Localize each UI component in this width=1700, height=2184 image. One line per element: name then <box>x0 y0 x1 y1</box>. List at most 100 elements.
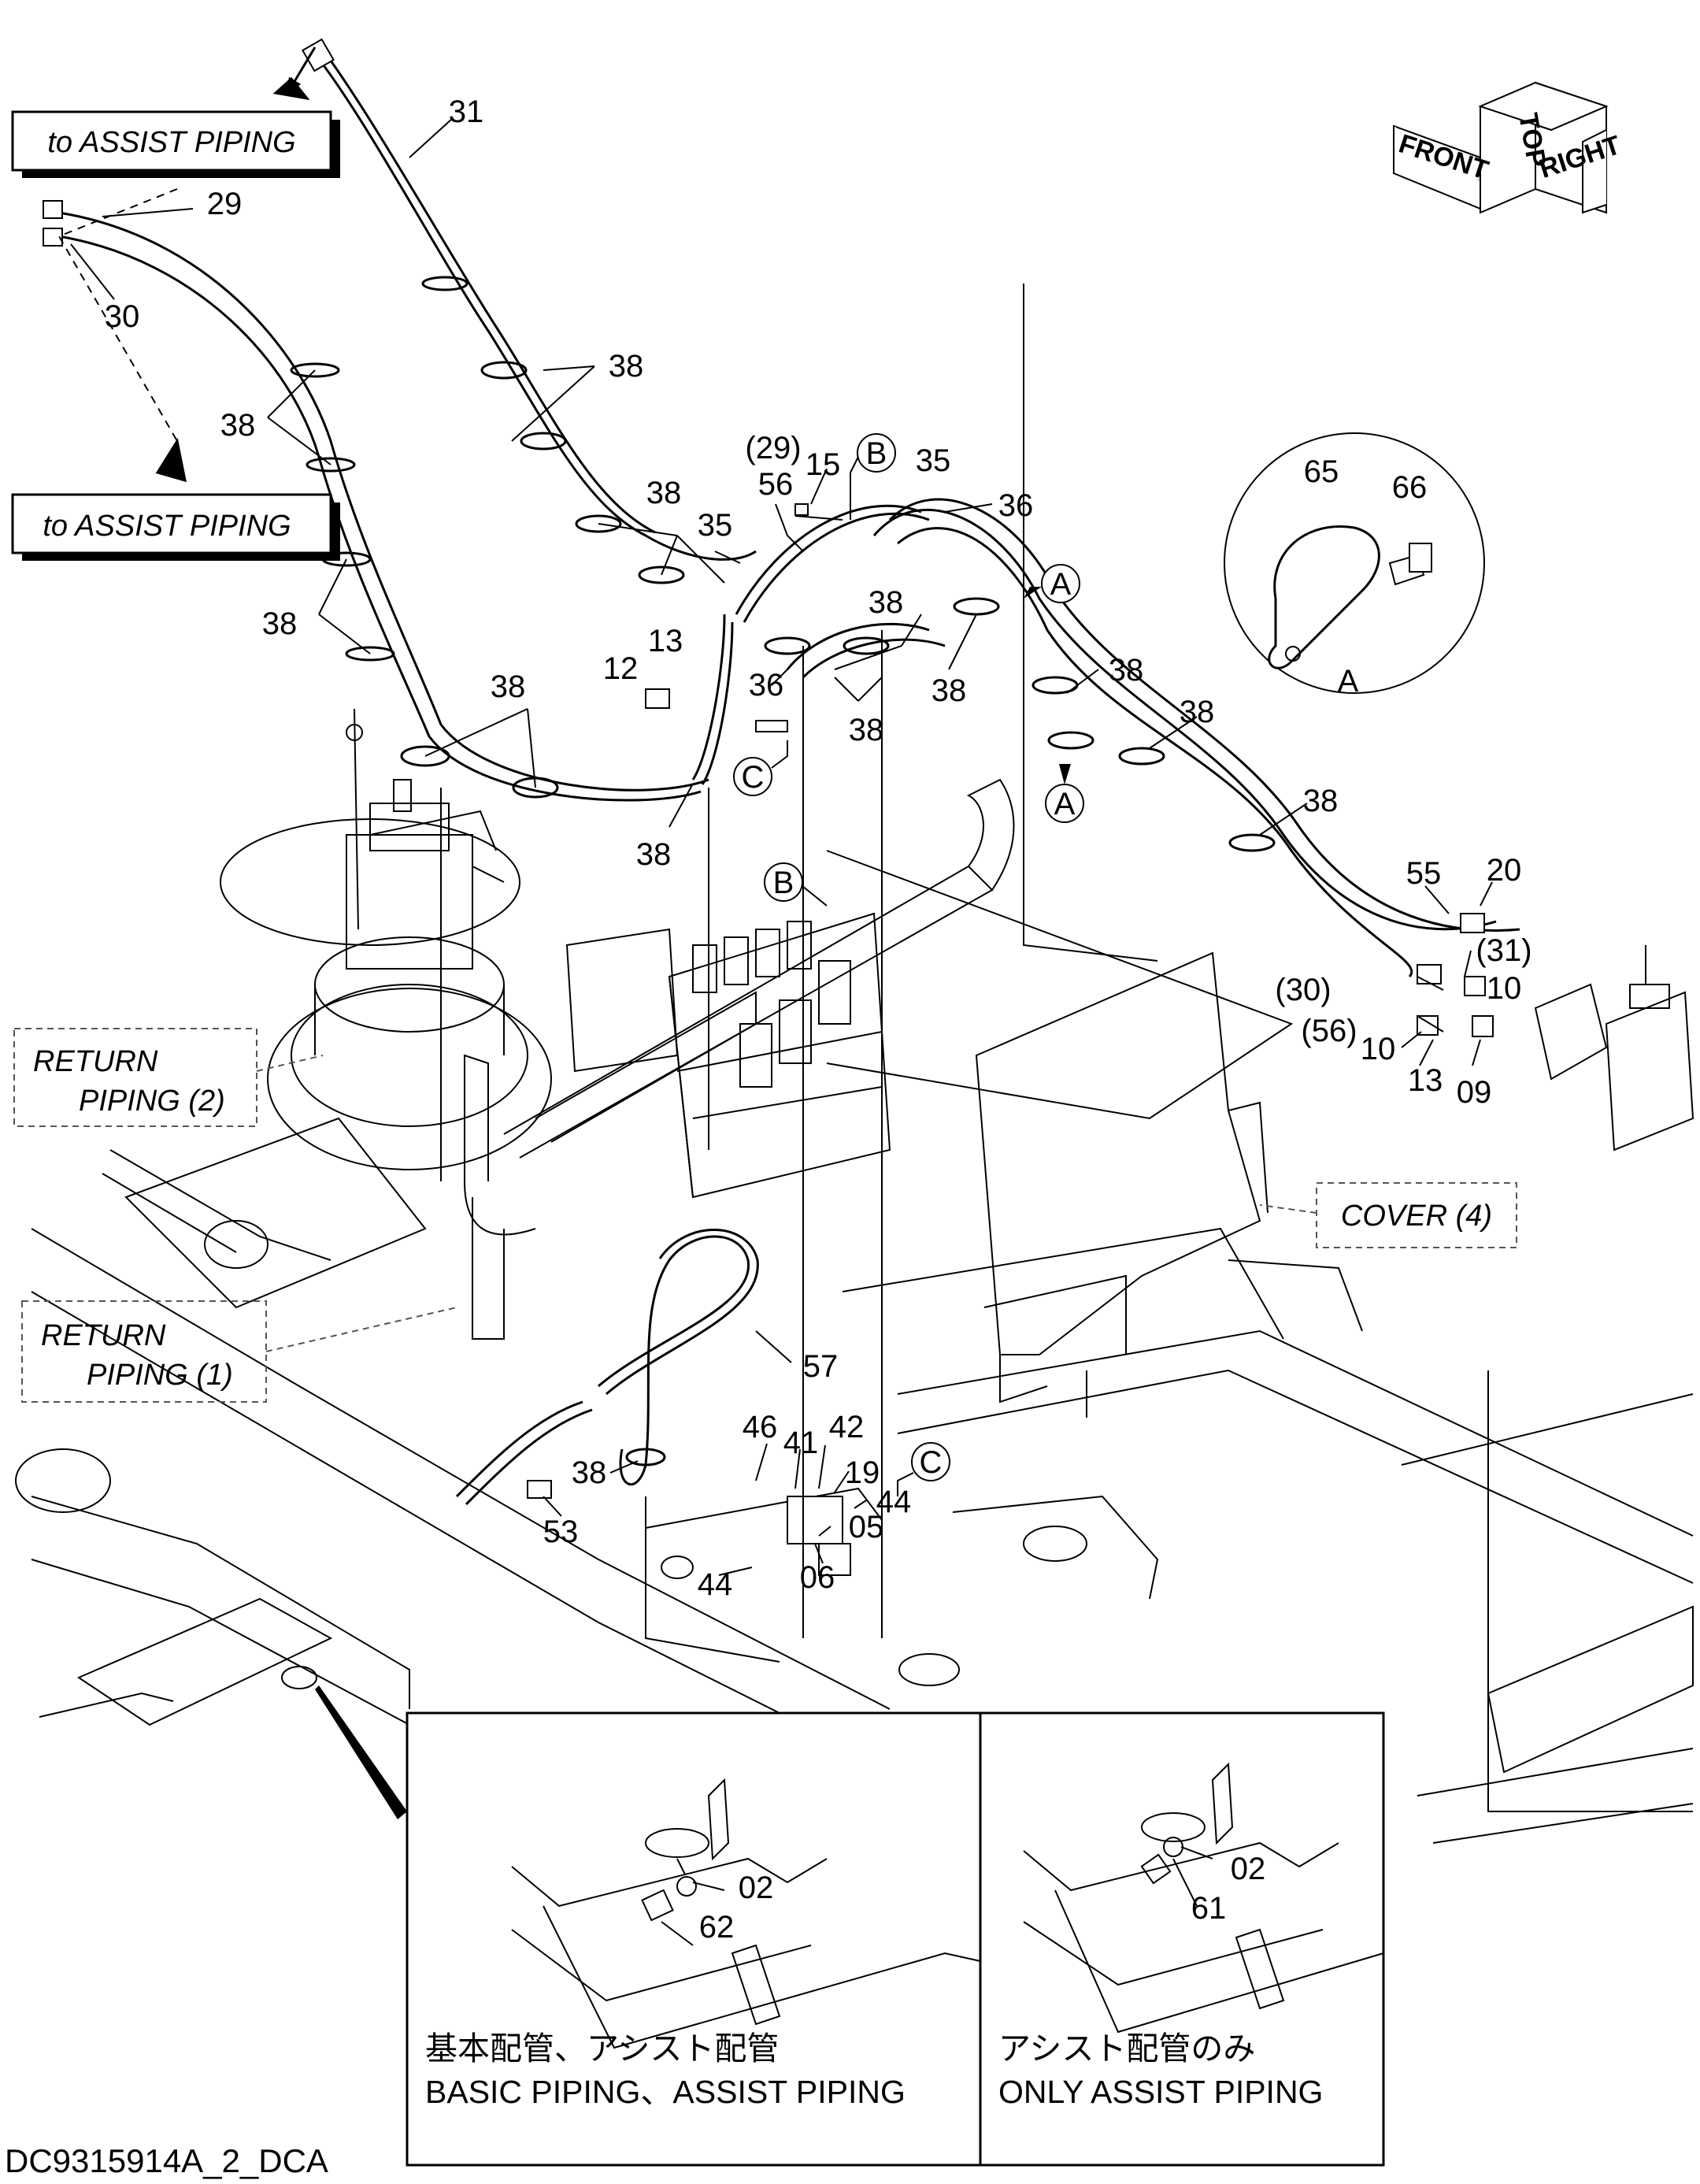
callout-05: 05 <box>849 1510 884 1544</box>
inset-left-callout-62: 62 <box>699 1910 735 1945</box>
label-return-1: RETURN PIPING (1) <box>21 1300 267 1403</box>
callout-20: 20 <box>1487 853 1522 888</box>
callout-38-f: 38 <box>636 837 672 872</box>
callout-19: 19 <box>845 1455 880 1490</box>
detail-a-label: A <box>1338 664 1359 699</box>
inset-right-caption-en: ONLY ASSIST PIPING <box>998 2074 1323 2110</box>
marker-a-upper: A <box>1024 564 1080 603</box>
return-piping <box>464 778 1015 1340</box>
callout-41: 41 <box>783 1426 819 1460</box>
callout-53: 53 <box>543 1515 579 1549</box>
inset-left-caption-en: BASIC PIPING、ASSIST PIPING <box>425 2074 906 2110</box>
return-2-line2: PIPING (2) <box>79 1085 225 1118</box>
callout-13-b: 13 <box>1408 1063 1443 1098</box>
callout-38-g: 38 <box>869 585 904 620</box>
label-cover-4: COVER (4) <box>1316 1182 1517 1248</box>
callout-numbers: 31 29 30 38 38 38 38 38 38 38 38 38 38 3… <box>105 95 1532 1602</box>
clamps-38 <box>290 276 1276 1467</box>
callout-38-l: 38 <box>1303 784 1339 818</box>
callout-38-i: 38 <box>931 673 967 708</box>
callout-42: 42 <box>829 1410 865 1444</box>
callout-10-b: 10 <box>1361 1032 1396 1066</box>
marker-b-lower-text: B <box>773 866 794 900</box>
label-assist-top: to ASSIST PIPING <box>11 110 340 178</box>
return-1-line1: RETURN <box>41 1319 166 1352</box>
callout-30: 30 <box>105 299 140 334</box>
callout-56: 56 <box>758 467 794 502</box>
drawing-id: DC9315914A_2_DCA <box>5 2142 328 2179</box>
callout-leaders <box>70 117 1493 1576</box>
callout-09: 09 <box>1457 1075 1492 1110</box>
label-leaders <box>57 188 1317 1352</box>
callout-31p: (31) <box>1476 933 1531 968</box>
callout-38-a: 38 <box>609 349 644 384</box>
callout-38-h: 38 <box>849 713 884 747</box>
callout-38-b: 38 <box>220 408 256 443</box>
cover-4-text: COVER (4) <box>1341 1200 1492 1233</box>
callout-13-a: 13 <box>648 624 683 658</box>
inset-callouts: 02 62 02 61 基本配管、アシスト配管 BASIC PIPING、ASS… <box>425 1852 1323 2110</box>
callout-36-b: 36 <box>749 668 784 703</box>
inset-right-caption-jp: アシスト配管のみ <box>998 2030 1255 2067</box>
marker-c-upper-text: C <box>742 760 765 795</box>
callout-38-e: 38 <box>646 476 682 510</box>
callout-55: 55 <box>1406 856 1442 891</box>
callout-15: 15 <box>806 447 841 482</box>
marker-a-lower-text: A <box>1054 787 1076 821</box>
marker-c-lower: C <box>897 1442 950 1496</box>
inset-right-callout-02: 02 <box>1231 1852 1266 1886</box>
inset-right-callout-61: 61 <box>1191 1891 1227 1926</box>
callout-10-a: 10 <box>1487 971 1522 1006</box>
callout-35-b: 35 <box>698 508 733 543</box>
label-assist-mid: to ASSIST PIPING <box>11 493 340 561</box>
callout-46: 46 <box>743 1410 778 1444</box>
callout-38-m: 38 <box>572 1455 607 1490</box>
relief-valve-block <box>1534 945 1694 1151</box>
callout-06: 06 <box>800 1560 835 1595</box>
callout-31: 31 <box>449 95 484 129</box>
cover-4 <box>975 951 1269 1403</box>
callout-66: 66 <box>1392 470 1428 505</box>
hose-57 <box>455 1229 759 1506</box>
marker-a-lower: A <box>1045 764 1084 823</box>
marker-c-lower-text: C <box>920 1445 943 1480</box>
leader-lines <box>440 284 1693 1812</box>
marker-a-upper-text: A <box>1050 567 1072 602</box>
callout-12: 12 <box>603 651 639 686</box>
return-2-line1: RETURN <box>33 1045 158 1078</box>
inset-left-drawing <box>511 1778 981 2049</box>
inset-right-drawing <box>1023 1762 1384 2034</box>
swing-motor <box>267 708 552 1170</box>
callout-29p: (29) <box>745 431 801 465</box>
callout-44-b: 44 <box>698 1567 733 1602</box>
detail-a-circle <box>1224 432 1485 694</box>
assist-arrows <box>155 46 317 483</box>
marker-c-upper: C <box>733 740 788 796</box>
callout-35-a: 35 <box>916 443 951 478</box>
return-1-line2: PIPING (1) <box>87 1359 233 1392</box>
marker-b-lower: B <box>764 862 828 907</box>
chassis-frame <box>15 818 1694 1844</box>
marker-b-upper: B <box>850 433 896 520</box>
callout-38-k: 38 <box>1180 695 1215 729</box>
assist-hoses-top <box>58 54 1520 978</box>
callout-57: 57 <box>803 1349 839 1384</box>
marker-b-upper-text: B <box>866 436 887 471</box>
assist-piping-top-text: to ASSIST PIPING <box>47 126 295 159</box>
callout-65: 65 <box>1304 454 1339 489</box>
callout-29: 29 <box>207 187 243 221</box>
callout-38-d: 38 <box>491 669 526 704</box>
inset-left-caption-jp: 基本配管、アシスト配管 <box>425 2030 779 2067</box>
label-return-2: RETURN PIPING (2) <box>13 1028 257 1127</box>
callout-44-a: 44 <box>876 1485 912 1519</box>
orientation-icon <box>1393 81 1609 214</box>
control-valve <box>565 912 891 1199</box>
inset-left-callout-02: 02 <box>739 1871 774 1905</box>
fittings <box>43 38 1494 1576</box>
callout-36-a: 36 <box>998 488 1034 523</box>
assist-piping-mid-text: to ASSIST PIPING <box>43 510 291 543</box>
inset-panels <box>281 1666 1385 2167</box>
callout-56p: (56) <box>1301 1014 1357 1048</box>
callout-38-j: 38 <box>1109 653 1144 688</box>
